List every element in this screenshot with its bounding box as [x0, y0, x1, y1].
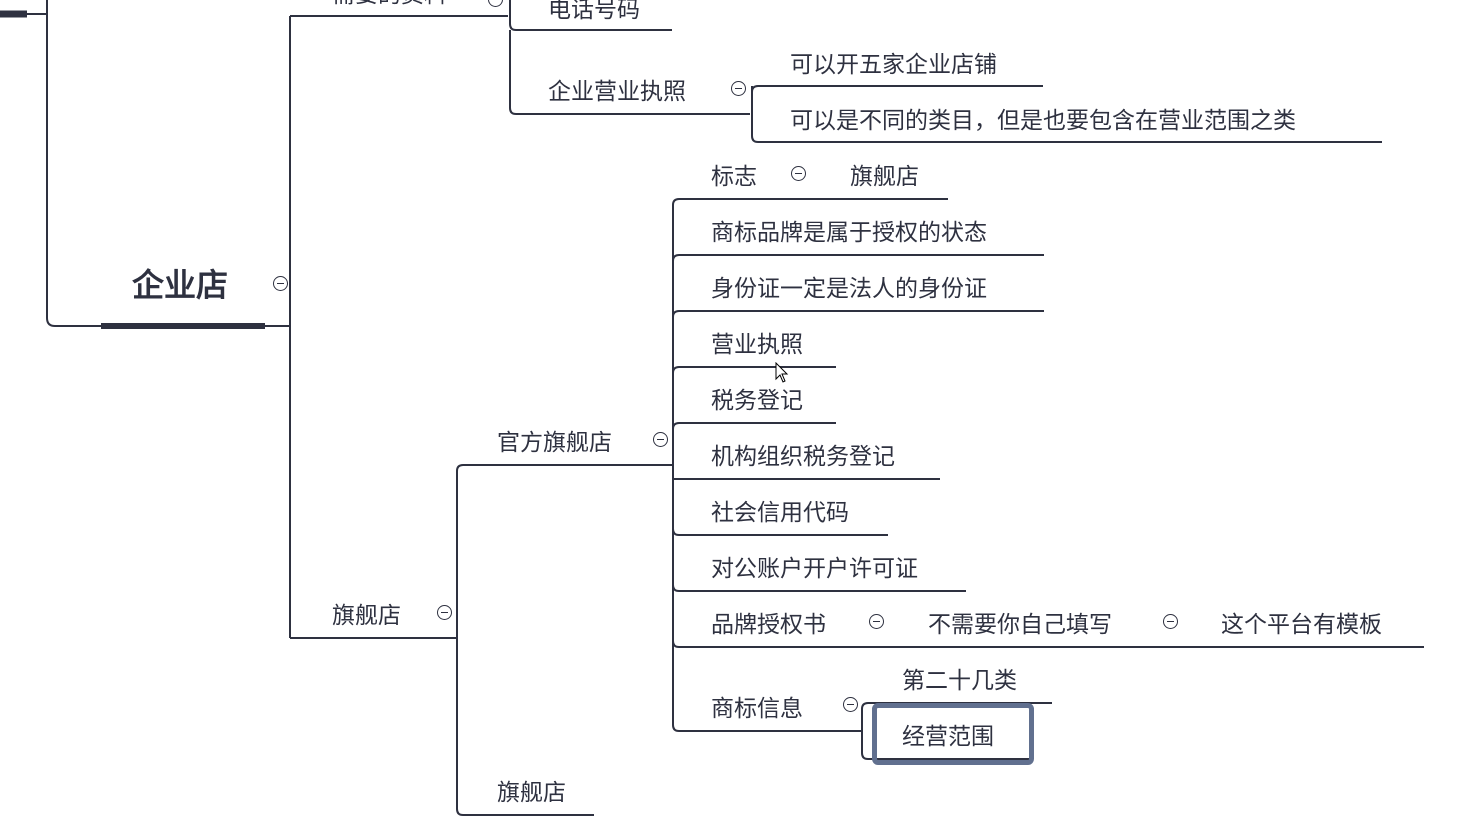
node-trademark-auth[interactable]: 商标品牌是属于授权的状态 — [711, 220, 987, 246]
node-flagship[interactable]: 旗舰店 — [332, 603, 401, 629]
node-credit-code[interactable]: 社会信用代码 — [711, 500, 849, 526]
node-license[interactable]: 营业执照 — [711, 332, 803, 358]
node-five-stores[interactable]: 可以开五家企业店铺 — [790, 52, 997, 78]
mouse-cursor-icon — [775, 362, 789, 383]
node-materials[interactable]: 需要的资料 — [332, 0, 447, 10]
node-tax[interactable]: 税务登记 — [711, 388, 803, 414]
node-categories[interactable]: 可以是不同的类目，但是也要包含在营业范围之类 — [790, 108, 1296, 134]
node-no-fill[interactable]: 不需要你自己填写 — [928, 612, 1112, 638]
node-logo[interactable]: 标志 — [711, 164, 757, 190]
collapse-icon[interactable] — [653, 432, 668, 447]
node-org-tax[interactable]: 机构组织税务登记 — [711, 444, 895, 470]
node-bank-permit[interactable]: 对公账户开户许可证 — [711, 556, 918, 582]
collapse-icon[interactable] — [843, 697, 858, 712]
selection-outline — [872, 703, 1034, 765]
node-trademark-info[interactable]: 商标信息 — [711, 696, 803, 722]
node-logo-flagship[interactable]: 旗舰店 — [850, 164, 919, 190]
root-node[interactable]: 企业店 — [132, 266, 229, 304]
node-business-license[interactable]: 企业营业执照 — [548, 79, 686, 105]
collapse-icon[interactable] — [791, 166, 806, 181]
node-flagship-sub[interactable]: 旗舰店 — [497, 780, 566, 806]
node-template[interactable]: 这个平台有模板 — [1221, 612, 1382, 638]
node-class[interactable]: 第二十几类 — [902, 668, 1017, 694]
node-brand-auth[interactable]: 品牌授权书 — [711, 612, 826, 638]
node-official-flagship[interactable]: 官方旗舰店 — [497, 430, 612, 456]
node-business-scope[interactable]: 经营范围 — [902, 724, 994, 750]
node-phone[interactable]: 电话号码 — [548, 0, 640, 23]
collapse-icon[interactable] — [437, 605, 452, 620]
collapse-icon[interactable] — [1163, 614, 1178, 629]
collapse-icon[interactable] — [869, 614, 884, 629]
node-id-card[interactable]: 身份证一定是法人的身份证 — [711, 276, 987, 302]
collapse-icon[interactable] — [731, 81, 746, 96]
collapse-icon[interactable] — [273, 276, 288, 291]
